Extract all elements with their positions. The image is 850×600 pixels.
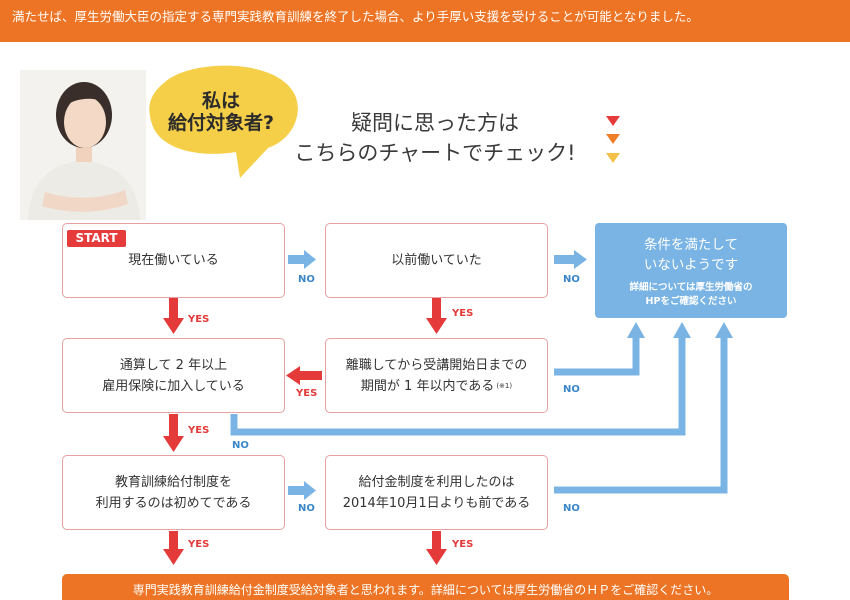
box-first-time-line-1: 教育訓練給付制度を (114, 474, 232, 490)
top-banner: 満たせば、厚生労働大臣の指定する専門実践教育訓練を終了した場合、より手厚い支援を… (0, 0, 850, 42)
box-previously-worked-text: 以前働いていた (391, 253, 482, 268)
result-not-eligible-line-1: 条件を満たして (643, 237, 739, 253)
box-first-time-use: 教育訓練給付制度を 利用するのは初めてである (62, 455, 285, 530)
footnote-marker: (※1) (496, 381, 513, 390)
label-no-2: NO (563, 274, 580, 285)
box-insured-line-1: 通算して 2 年以上 (119, 357, 228, 373)
box-used-before-line-2: 2014年10月1日よりも前である (342, 495, 531, 511)
speech-bubble-text: 私は 給付対象者? (159, 90, 283, 134)
box-within-1-year: 離職してから受講開始日までの 期間が 1 年以内である(※1) (325, 338, 548, 413)
heading-line-1: 疑問に思った方は (351, 111, 519, 135)
bubble-line-1: 私は (201, 90, 240, 112)
box-within-1-year-line-1: 離職してから受講開始日までの (345, 357, 528, 373)
result-eligible-text: 専門実践教育訓練給付金制度受給対象者と思われます。詳細については厚生労働省のＨＰ… (132, 583, 719, 597)
label-yes-1: YES (188, 314, 210, 325)
triangle-icon-orange (606, 134, 620, 144)
label-no-4: NO (232, 440, 249, 451)
result-not-eligible: 条件を満たして いないようです 詳細については厚生労働省の HPをご確認ください (595, 223, 787, 318)
result-not-eligible-line-3: 詳細については厚生労働省の (629, 282, 753, 293)
box-insured-line-2: 雇用保険に加入している (102, 378, 245, 394)
no-arrows (288, 250, 587, 500)
heading-line-2: こちらのチャートでチェック! (294, 141, 576, 165)
result-eligible-banner: 専門実践教育訓練給付金制度受給対象者と思われます。詳細については厚生労働省のＨＰ… (62, 574, 789, 600)
label-yes-3: YES (296, 388, 318, 399)
triangle-icon-red (606, 116, 620, 126)
bubble-line-2: 給付対象者? (167, 112, 275, 134)
top-banner-text: 満たせば、厚生労働大臣の指定する専門実践教育訓練を終了した場合、より手厚い支援を… (12, 9, 699, 24)
no-return-lines (230, 336, 728, 494)
label-yes-6: YES (452, 539, 474, 550)
box-currently-working-text: 現在働いている (128, 253, 219, 268)
speech-bubble (149, 65, 298, 178)
box-first-time-line-2: 利用するのは初めてである (95, 495, 252, 511)
label-yes-4: YES (188, 425, 210, 436)
triangle-icon-yellow (606, 153, 620, 163)
label-no-1: NO (298, 274, 315, 285)
label-no-3: NO (563, 384, 580, 395)
chart-heading: 疑問に思った方は こちらのチャートでチェック! (285, 108, 585, 168)
yes-arrows (163, 298, 447, 565)
box-used-before-line-1: 給付金制度を利用したのは (358, 474, 515, 490)
person-illustration (20, 70, 146, 220)
result-not-eligible-line-4: HPをご確認ください (645, 296, 737, 307)
result-not-eligible-line-2: いないようです (643, 257, 739, 273)
box-insured-2-years: 通算して 2 年以上 雇用保険に加入している (62, 338, 285, 413)
start-label: START (67, 230, 126, 247)
box-within-1-year-line-2: 期間が 1 年以内である (360, 378, 495, 394)
box-used-before-2014: 給付金制度を利用したのは 2014年10月1日よりも前である (325, 455, 548, 530)
label-no-6: NO (563, 503, 580, 514)
box-previously-worked: 以前働いていた (325, 223, 548, 298)
label-yes-5: YES (188, 539, 210, 550)
label-yes-2: YES (452, 308, 474, 319)
label-no-5: NO (298, 503, 315, 514)
